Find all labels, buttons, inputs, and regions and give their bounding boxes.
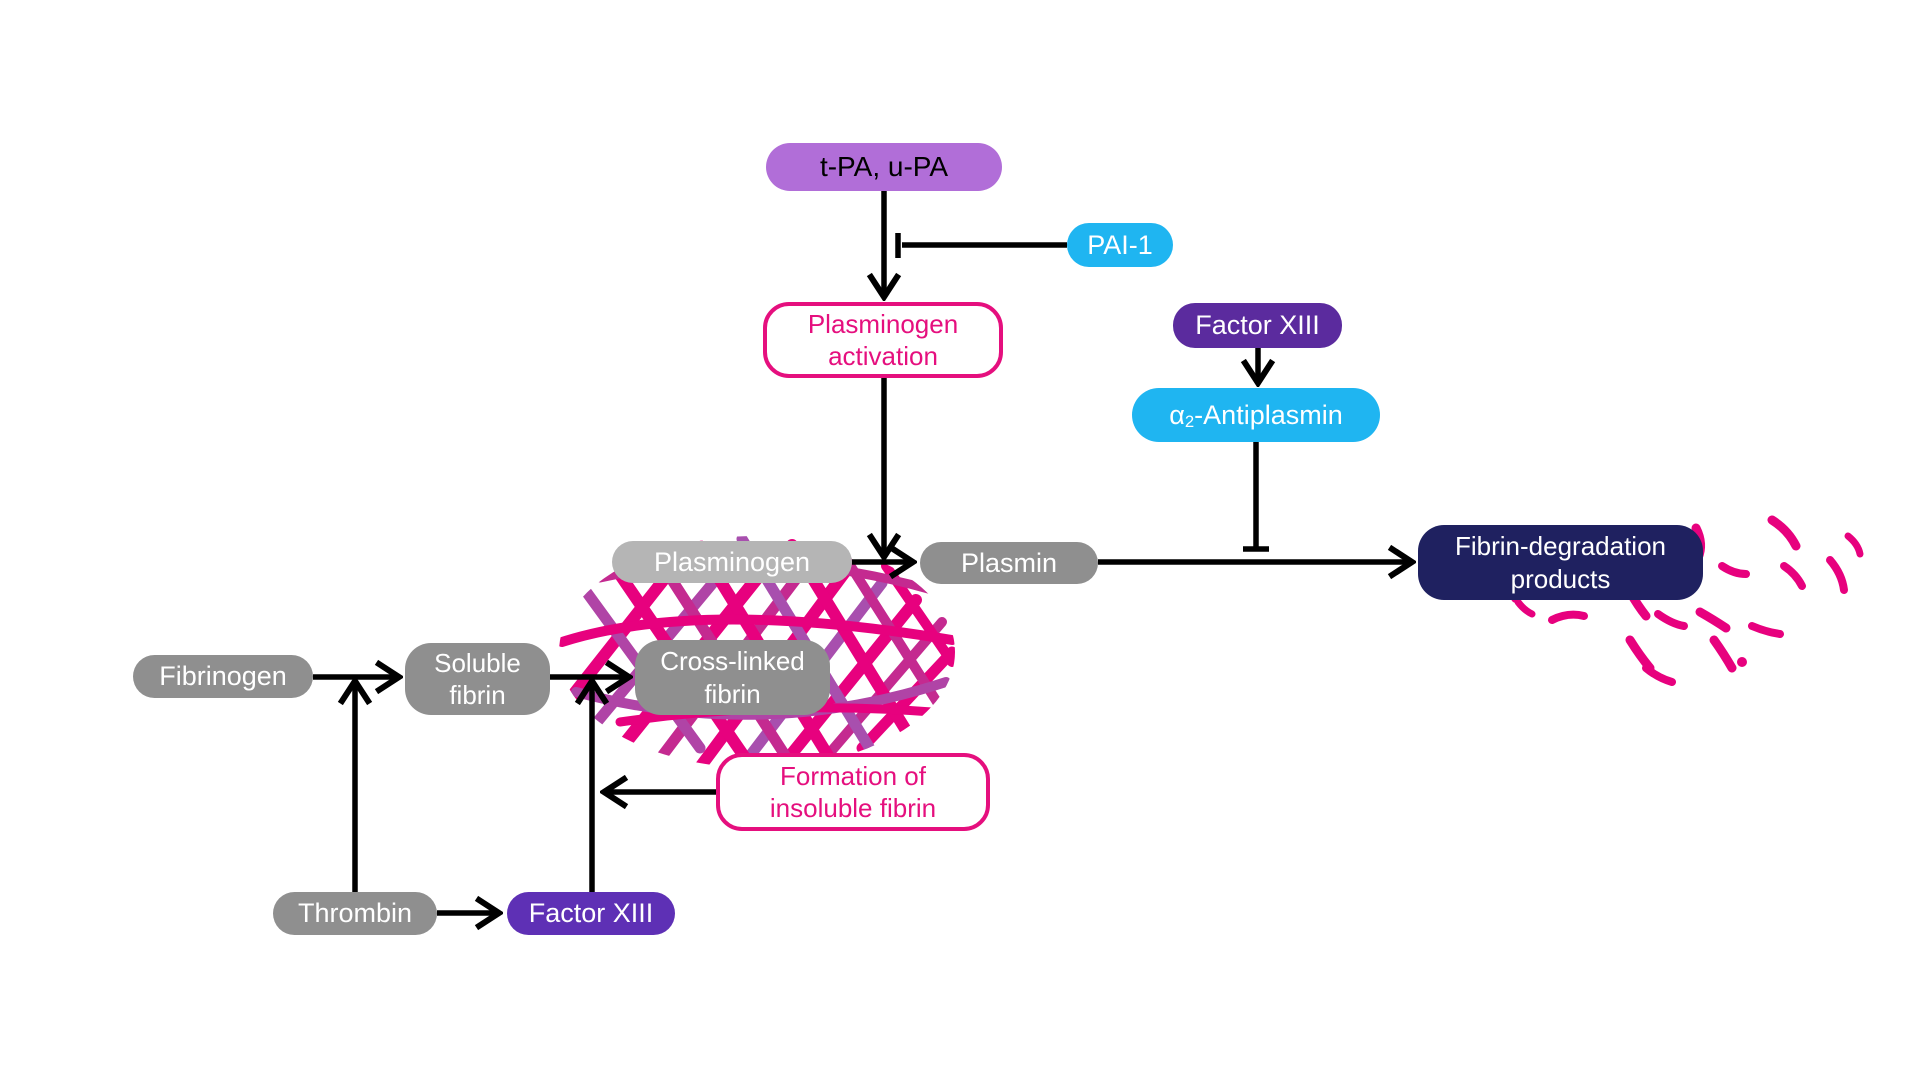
node-factor-xiii-bottom-label: Factor XIII	[528, 898, 654, 929]
node-factor-xiii-top-label: Factor XIII	[1195, 310, 1320, 341]
inhibit-antiplasmin-on-plasmin-arrow	[1243, 442, 1269, 552]
antiplasmin-subscript: 2	[1184, 412, 1195, 432]
inhibit-pai1-on-tpa-arrow	[895, 233, 1067, 258]
node-soluble-fibrin-line1: Soluble	[434, 647, 521, 678]
node-plasminogen-activation: Plasminogen activation	[763, 302, 1003, 378]
node-plasmin-label: Plasmin	[960, 547, 1058, 578]
node-fibrinogen: Fibrinogen	[133, 655, 313, 698]
node-fibrin-degradation-products: Fibrin-degradation products	[1418, 525, 1703, 600]
node-cross-linked-fibrin-line1: Cross-linked	[660, 646, 805, 676]
node-antiplasmin: α2-Antiplasmin	[1132, 388, 1380, 442]
node-formation-insoluble-fibrin: Formation of insoluble fibrin	[716, 753, 990, 831]
node-thrombin: Thrombin	[273, 892, 437, 935]
antiplasmin-alpha: α	[1169, 399, 1185, 430]
node-tpa-upa-label: t-PA, u-PA	[819, 151, 949, 183]
node-fibrinogen-label: Fibrinogen	[159, 661, 287, 692]
node-cross-linked-fibrin: Cross-linked fibrin	[635, 640, 830, 715]
node-plasminogen-activation-line2: activation	[828, 341, 938, 371]
node-plasminogen-activation-line1: Plasminogen	[807, 308, 959, 339]
node-formation-line1: Formation of	[780, 760, 926, 791]
node-factor-xiii-bottom: Factor XIII	[507, 892, 675, 935]
antiplasmin-rest: -Antiplasmin	[1194, 399, 1343, 430]
node-cross-linked-fibrin-line2: fibrin	[704, 678, 761, 709]
node-formation-line2: insoluble fibrin	[769, 793, 937, 823]
node-pai1: PAI-1	[1067, 223, 1173, 267]
node-plasminogen-label: Plasminogen	[653, 546, 811, 577]
node-plasminogen: Plasminogen	[612, 541, 852, 583]
node-thrombin-label: Thrombin	[297, 898, 413, 929]
node-fdp-line2: products	[1510, 563, 1611, 594]
node-factor-xiii-top: Factor XIII	[1173, 303, 1342, 348]
node-soluble-fibrin: Soluble fibrin	[405, 643, 550, 715]
node-tpa-upa: t-PA, u-PA	[766, 143, 1002, 191]
node-pai1-label: PAI-1	[1087, 229, 1153, 260]
node-fdp-line1: Fibrin-degradation	[1454, 531, 1666, 561]
node-plasmin: Plasmin	[920, 542, 1098, 584]
node-soluble-fibrin-line2: fibrin	[449, 680, 506, 710]
node-antiplasmin-label: α2-Antiplasmin	[1169, 399, 1342, 431]
